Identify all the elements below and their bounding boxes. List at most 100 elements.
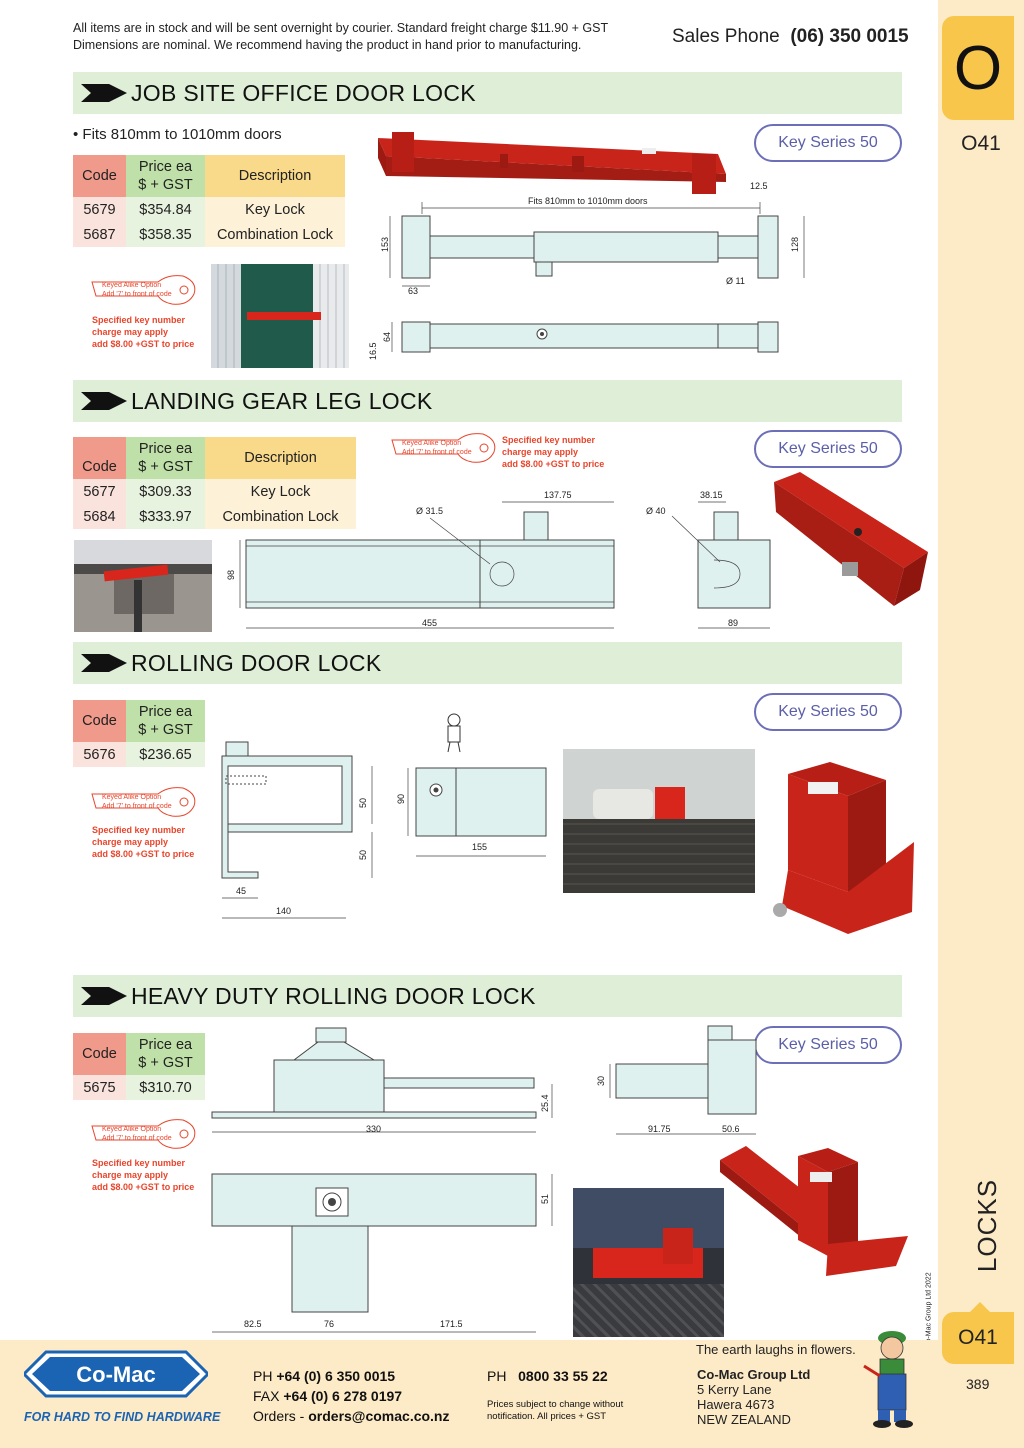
key-series-button[interactable]: Key Series 50 [754,430,902,468]
section-title: ROLLING DOOR LOCK [131,649,382,676]
section-title: HEAVY DUTY ROLLING DOOR LOCK [131,982,536,1009]
svg-text:155: 155 [472,842,487,852]
svg-text:82.5: 82.5 [244,1319,262,1329]
job-site-drawing: Fits 810mm to 1010mm doors 12.5 153 128 … [368,181,805,360]
landing-gear-lock-image [774,472,928,606]
section-header-landing-gear: LANDING GEAR LEG LOCK [73,380,902,422]
landing-gear-drawing: 137.75 38.15 Ø 31.5 Ø 40 98 455 89 [226,490,771,629]
section-code-tab[interactable]: O41 [942,1302,1014,1364]
freephone-link[interactable]: 0800 33 55 22 [518,1368,608,1384]
heavy-duty-photo [573,1188,724,1337]
svg-text:330: 330 [366,1124,381,1134]
heavy-duty-lock-image [720,1146,908,1276]
col-price: Price ea$ + GST [126,155,205,197]
mascot-icon [863,1331,913,1428]
svg-text:Fits 810mm to 1010mm doors: Fits 810mm to 1010mm doors [528,196,648,206]
orders-email-link[interactable]: orders@comac.co.nz [308,1408,450,1424]
table-row[interactable]: 5676 $236.65 [73,742,205,767]
job-site-lock-image [378,132,726,194]
col-code: Code [73,1033,126,1075]
phone-link[interactable]: +64 (0) 6 350 0015 [276,1368,396,1384]
fax-number: +64 (0) 6 278 0197 [283,1388,403,1404]
key-outline-icon [91,1119,196,1149]
section-header-rolling-door: ROLLING DOOR LOCK [73,642,902,684]
svg-text:455: 455 [422,618,437,628]
svg-text:50: 50 [358,850,368,860]
col-code: Code [73,437,126,479]
section-title: JOB SITE OFFICE DOOR LOCK [131,79,476,106]
table-row[interactable]: 5679 $354.84 Key Lock [73,197,345,222]
company-address: Co-Mac Group Ltd 5 Kerry Lane Hawera 467… [697,1367,811,1427]
svg-text:64: 64 [382,332,392,342]
rolling-door-photo [563,749,755,893]
arrow-icon [81,987,127,1005]
section-letter-tab[interactable]: O [942,16,1014,120]
svg-text:25.4: 25.4 [540,1094,550,1112]
col-price: Price ea$ + GST [126,437,205,479]
col-price: Price ea$ + GST [126,1033,205,1075]
svg-text:140: 140 [276,906,291,916]
door-lock-photo [211,264,349,368]
freephone: PH 0800 33 55 22 [487,1368,608,1384]
svg-text:153: 153 [380,237,390,252]
key-outline-icon [391,433,496,463]
svg-text:137.75: 137.75 [544,490,572,500]
svg-text:51: 51 [540,1194,550,1204]
landing-gear-photo [74,540,212,632]
section-header-job-site: JOB SITE OFFICE DOOR LOCK [73,72,902,114]
svg-text:50: 50 [358,798,368,808]
price-table-rolling-door: Code Price ea$ + GST 5676 $236.65 [73,700,205,767]
col-code: Code [73,155,126,197]
mascot-sketch-icon [447,713,461,753]
svg-text:89: 89 [728,618,738,628]
key-outline-icon [91,275,196,305]
price-table-landing-gear: Code Price ea$ + GST Description 5677 $3… [73,437,356,529]
arrow-icon [81,392,127,410]
svg-text:12.5: 12.5 [750,181,768,191]
key-series-button[interactable]: Key Series 50 [754,693,902,731]
category-label: LOCKS [972,1178,1003,1272]
table-row[interactable]: 5675 $310.70 [73,1075,205,1100]
arrow-icon [81,654,127,672]
price-table-heavy-duty: Code Price ea$ + GST 5675 $310.70 [73,1033,205,1100]
svg-text:128: 128 [790,237,800,252]
svg-text:Ø 11: Ø 11 [726,276,745,286]
fit-bullet: • Fits 810mm to 1010mm doors [73,126,282,143]
section-code-top: O41 [961,132,1001,155]
svg-text:63: 63 [408,286,418,296]
key-series-button[interactable]: Key Series 50 [754,1026,902,1064]
col-description: Description [205,437,356,479]
sales-phone-number[interactable]: (06) 350 0015 [790,26,909,47]
contact-block: PH +64 (0) 6 350 0015 FAX +64 (0) 6 278 … [253,1368,450,1424]
svg-text:50.6: 50.6 [722,1124,740,1134]
svg-text:171.5: 171.5 [440,1319,463,1329]
svg-text:30: 30 [596,1076,606,1086]
svg-text:76: 76 [324,1319,334,1329]
brand-slogan: FOR HARD TO FIND HARDWARE [24,1410,221,1424]
arrow-icon [81,84,127,102]
sidebar [938,0,1024,1448]
page-number: 389 [966,1376,990,1392]
key-outline-icon [91,787,196,817]
price-table-job-site: Code Price ea$ + GST Description 5679 $3… [73,155,345,247]
rolling-door-lock-image [773,762,914,934]
rolling-door-drawing: 50 50 90 45 140 155 [221,741,547,919]
svg-text:98: 98 [226,570,236,580]
sales-phone: Sales Phone (06) 350 0015 [672,26,909,47]
svg-text:38.15: 38.15 [700,490,723,500]
brand-logo[interactable]: Co-Mac [24,1344,208,1404]
key-series-button[interactable]: Key Series 50 [754,124,902,162]
table-row[interactable]: 5687 $358.35 Combination Lock [73,222,345,247]
table-row[interactable]: 5684 $333.97 Combination Lock [73,504,356,529]
table-row[interactable]: 5677 $309.33 Key Lock [73,479,356,504]
section-header-heavy-duty: HEAVY DUTY ROLLING DOOR LOCK [73,975,902,1017]
svg-text:Ø 40: Ø 40 [646,506,666,516]
svg-text:Ø 31.5: Ø 31.5 [416,506,443,516]
